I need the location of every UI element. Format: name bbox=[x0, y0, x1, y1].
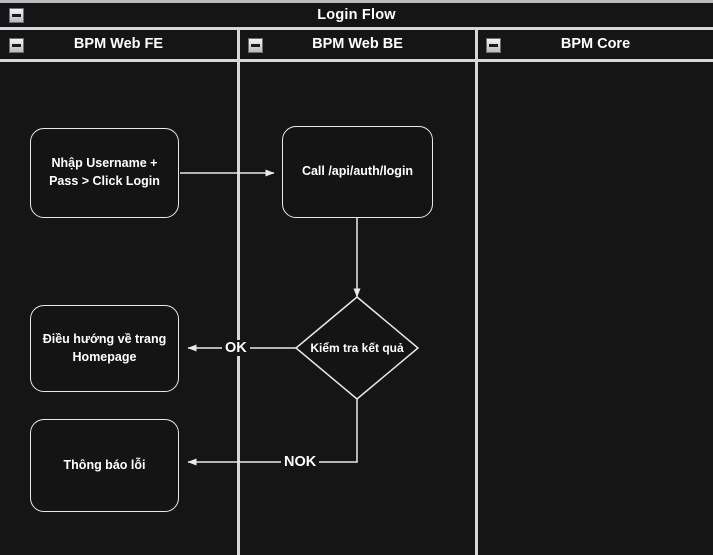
node-call-api-auth-login[interactable]: Call /api/auth/login bbox=[282, 126, 433, 218]
lane-label-bpm-web-be: BPM Web BE bbox=[312, 36, 403, 52]
edge-n3-to-n5-nok bbox=[187, 399, 358, 466]
edge-label-ok: OK bbox=[222, 340, 250, 356]
lane-header-bpm-web-be: BPM Web BE bbox=[240, 30, 475, 62]
lane-header-bpm-web-fe: BPM Web FE bbox=[0, 30, 237, 62]
node-label: Thông báo lỗi bbox=[63, 457, 146, 472]
node-thong-bao-loi[interactable]: Thông báo lỗi bbox=[30, 419, 179, 512]
lane-label-bpm-core: BPM Core bbox=[560, 36, 631, 52]
pool-title-bar: Login Flow bbox=[0, 3, 713, 30]
node-dieu-huong-ve-trang-homepage[interactable]: Điều hướng về trang Homepage bbox=[30, 305, 179, 392]
node-label: Nhập Username + Pass > Click Login bbox=[49, 156, 160, 188]
minus-box-icon-lane-bpm-core[interactable] bbox=[486, 38, 501, 53]
lane-divider-fe-be bbox=[237, 30, 240, 555]
lane-label-bpm-web-fe: BPM Web FE bbox=[73, 36, 164, 52]
node-kiem-tra-ket-qua[interactable]: Kiểm tra kết quả bbox=[296, 297, 418, 399]
minus-box-icon-lane-bpm-web-be[interactable] bbox=[248, 38, 263, 53]
node-label: Điều hướng về trang Homepage bbox=[42, 331, 167, 364]
node-label: Call /api/auth/login bbox=[301, 164, 414, 179]
decision-diamond-shape bbox=[294, 296, 420, 400]
minus-box-icon-lane-bpm-web-fe[interactable] bbox=[9, 38, 24, 53]
edge-label-nok: NOK bbox=[281, 454, 320, 470]
node-label: Kiểm tra kết quả bbox=[310, 341, 404, 355]
lane-divider-be-core bbox=[475, 30, 478, 555]
node-nhap-username-click-login[interactable]: Nhập Username + Pass > Click Login bbox=[30, 128, 179, 218]
page-title: Login Flow bbox=[317, 7, 396, 23]
window-top-strip bbox=[0, 0, 713, 3]
minus-box-icon-pool[interactable] bbox=[9, 8, 24, 23]
lane-header-bpm-core: BPM Core bbox=[478, 30, 713, 62]
